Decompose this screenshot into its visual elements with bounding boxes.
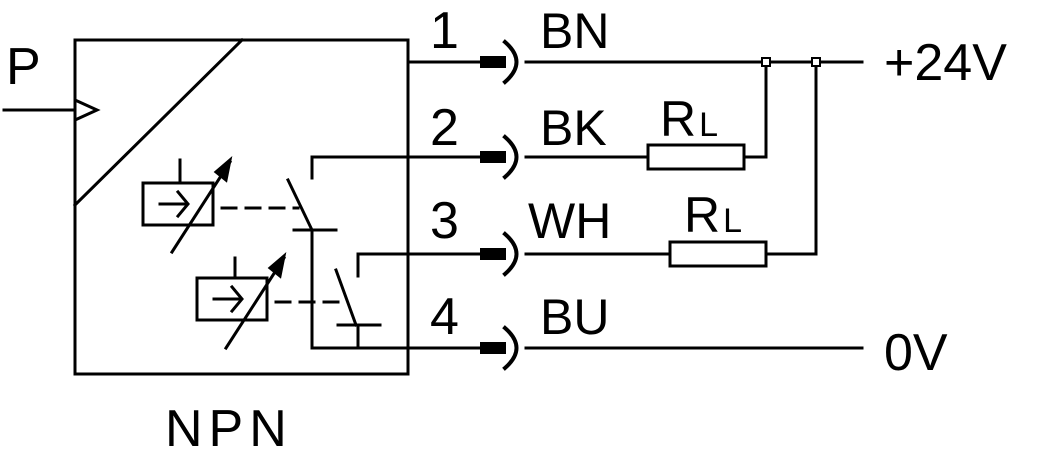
common-line bbox=[310, 228, 482, 350]
resistor-2-return bbox=[764, 60, 818, 256]
switch-1-lead bbox=[310, 155, 482, 180]
switch-contact-2 bbox=[334, 268, 358, 327]
switch-2-lead bbox=[356, 252, 482, 278]
pin-number-3: 3 bbox=[430, 192, 459, 250]
wire-color-2: BK bbox=[540, 100, 607, 156]
switch-contact-1 bbox=[285, 177, 315, 233]
wire-color-4: BU bbox=[540, 289, 609, 345]
wire-color-1: BN bbox=[540, 3, 609, 59]
load-resistor-2 bbox=[668, 240, 768, 268]
resistor-label-2-sub: L bbox=[723, 202, 742, 240]
connector-pins bbox=[480, 56, 506, 354]
junction-node-2 bbox=[811, 57, 821, 67]
wire-color-3: WH bbox=[528, 193, 611, 249]
resistor-label-2-main: R bbox=[684, 187, 720, 243]
junction-node-1 bbox=[761, 57, 771, 67]
resistor-label-2: RL bbox=[684, 187, 742, 243]
resistor-label-1-sub: L bbox=[699, 106, 718, 144]
housing-diagonal bbox=[72, 37, 245, 208]
connector-terminals bbox=[502, 39, 519, 371]
supply-ground-label: 0V bbox=[884, 324, 948, 382]
sensing-element-2-tip bbox=[267, 252, 287, 279]
load-resistor-1 bbox=[646, 143, 746, 171]
pin-number-2: 2 bbox=[430, 99, 459, 157]
resistor-label-1-main: R bbox=[660, 91, 696, 147]
pressure-input-arrow bbox=[73, 97, 101, 123]
resistor-1-return bbox=[742, 60, 768, 159]
pin-number-1: 1 bbox=[430, 2, 459, 60]
supply-positive-label: +24V bbox=[884, 34, 1007, 92]
pin-number-4: 4 bbox=[430, 288, 459, 346]
sensing-element-2 bbox=[195, 255, 287, 351]
resistor-label-1: RL bbox=[660, 91, 718, 147]
sensing-element-1-tip bbox=[213, 156, 233, 183]
pressure-label: P bbox=[6, 38, 41, 96]
title-label: NPN bbox=[165, 400, 293, 457]
